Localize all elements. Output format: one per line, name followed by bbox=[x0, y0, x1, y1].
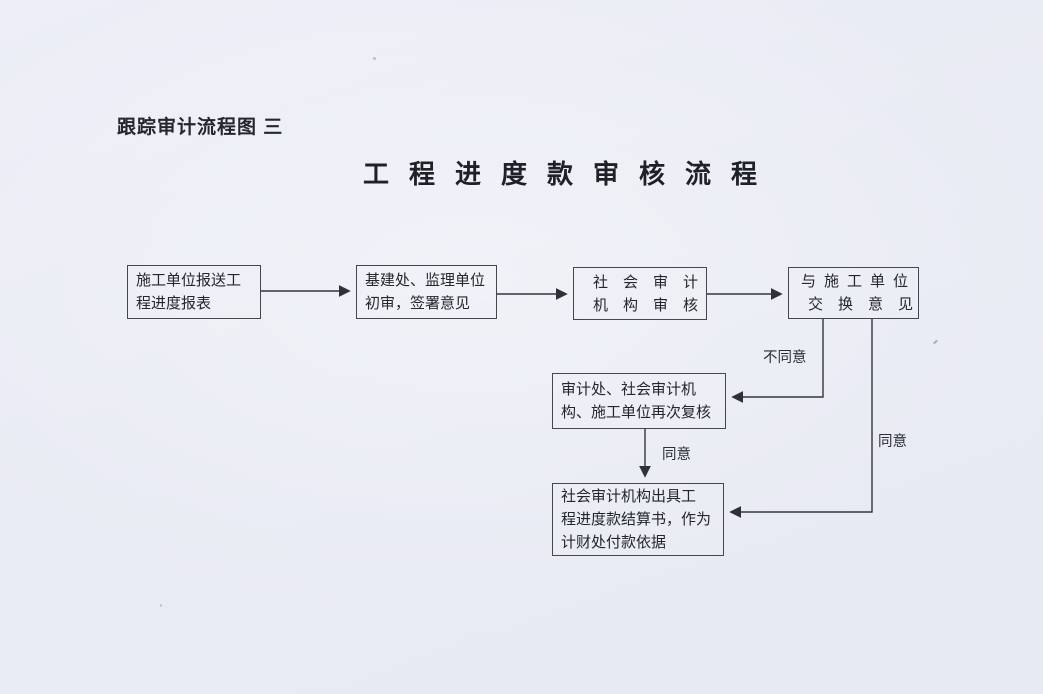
flow-node-text-line: 社会审计机构出具工 bbox=[561, 488, 697, 505]
edge-label-agree-middle: 同意 bbox=[662, 447, 691, 463]
flow-node-text-line: 交换意见 bbox=[808, 296, 929, 313]
flow-node-text-line: 社会审计 bbox=[593, 273, 714, 291]
flow-node-social-audit-institution-review: 社会审计 机构审核 bbox=[573, 267, 707, 320]
flow-node-exchange-opinions-with-construction-unit: 与施工单位 交换意见 bbox=[788, 267, 919, 319]
scan-artifact bbox=[160, 604, 162, 607]
flow-node-text-line: 构、施工单位再次复核 bbox=[561, 404, 712, 421]
scan-artifact bbox=[373, 57, 376, 60]
flow-node-preliminary-review-sign-opinions: 基建处、监理单位 初审，签署意见 bbox=[356, 265, 497, 319]
arrow-agree-node4-to-node6 bbox=[729, 319, 873, 518]
flow-node-text-line: 程进度款结算书，作为 bbox=[561, 511, 712, 528]
flow-node-text-line: 施工单位报送工 bbox=[136, 272, 242, 289]
flow-node-text-line: 审计处、社会审计机 bbox=[561, 381, 697, 398]
flowchart-title: 工程进度款审核流程 bbox=[363, 159, 778, 189]
flow-node-construction-unit-submits-progress-report: 施工单位报送工 程进度报表 bbox=[127, 265, 261, 319]
flow-node-text-line: 初审，签署意见 bbox=[365, 295, 471, 312]
flow-node-joint-re-review: 审计处、社会审计机 构、施工单位再次复核 bbox=[552, 373, 726, 429]
flow-node-text-line: 与施工单位 bbox=[801, 273, 917, 290]
arrow-disagree-node4-to-node5 bbox=[731, 319, 824, 403]
flow-node-text-line: 机构审核 bbox=[593, 296, 714, 314]
page-heading: 跟踪审计流程图 三 bbox=[117, 117, 284, 138]
flow-node-text-line: 基建处、监理单位 bbox=[365, 272, 486, 289]
edge-label-agree-right: 同意 bbox=[878, 434, 907, 450]
edge-label-disagree: 不同意 bbox=[763, 350, 807, 366]
flow-node-text-line: 计财处付款依据 bbox=[561, 534, 667, 551]
flow-node-issue-progress-payment-settlement: 社会审计机构出具工 程进度款结算书，作为 计财处付款依据 bbox=[552, 483, 724, 556]
flow-node-text-line: 程进度报表 bbox=[136, 295, 212, 312]
